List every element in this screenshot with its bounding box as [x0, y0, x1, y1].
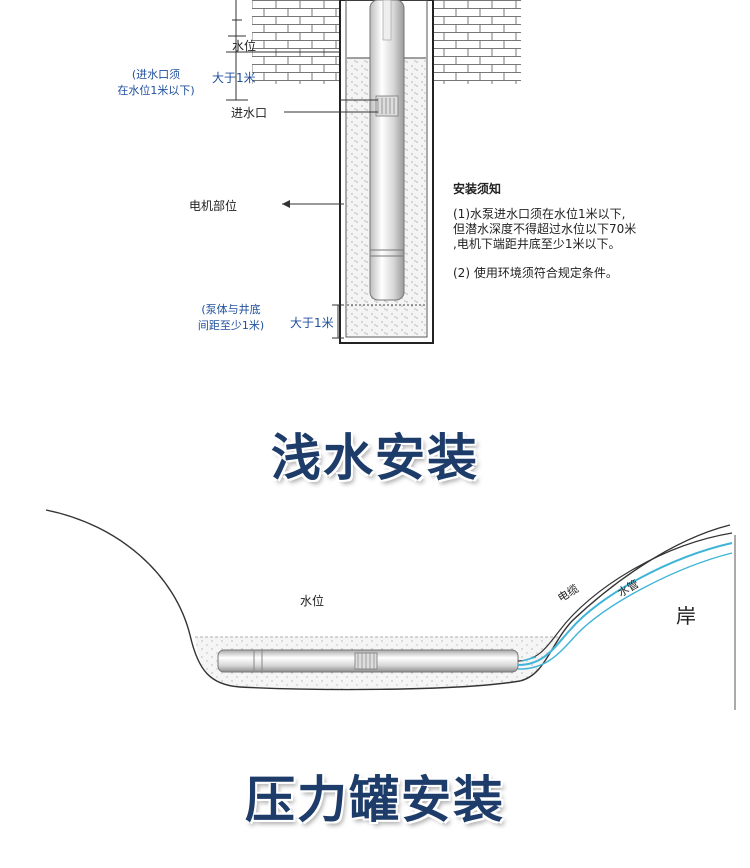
section-title-pressure-tank: 压力罐安装	[245, 771, 505, 829]
install-note-line: (1)水泵进水口须在水位1米以下,	[453, 207, 626, 221]
water-pipe-line	[517, 542, 733, 666]
label-motor: 电机部位	[189, 199, 238, 213]
install-note-line: (2) 使用环境须符合规定条件。	[453, 266, 618, 280]
note-inlet-line1: (进水口须	[131, 68, 181, 81]
section-title-shallow: 浅水安装	[271, 429, 479, 487]
deep-well-diagram	[226, 0, 521, 344]
brick-wall-right	[433, 0, 521, 84]
note-inlet: (进水口须 在水位1米以下)	[106, 67, 206, 99]
cable-line	[517, 532, 733, 662]
install-notes-title: 安装须知	[453, 182, 502, 196]
pump-body	[369, 0, 405, 301]
label-greater-1m-bottom: 大于1米	[290, 316, 334, 330]
label-shallow-water-level: 水位	[300, 594, 325, 608]
note-bottom: (泵体与井底 间距至少1米)	[183, 302, 279, 334]
shallow-install-diagram	[45, 509, 736, 710]
pump-inlet	[375, 95, 399, 117]
label-shore: 岸	[676, 604, 696, 628]
label-greater-1m-top: 大于1米	[212, 71, 256, 85]
install-note-line: 但潜水深度不得超过水位以下70米	[453, 222, 637, 236]
label-inlet: 进水口	[231, 106, 268, 120]
label-water-level: 水位	[232, 39, 257, 53]
brick-wall-left	[252, 0, 340, 84]
terrain-outline	[45, 509, 731, 691]
install-note-line: ,电机下端距井底至少1米以下。	[453, 237, 621, 251]
note-bottom-line2: 间距至少1米)	[197, 319, 265, 332]
note-bottom-line1: (泵体与井底	[201, 303, 261, 316]
note-inlet-line2: 在水位1米以下)	[117, 84, 195, 97]
